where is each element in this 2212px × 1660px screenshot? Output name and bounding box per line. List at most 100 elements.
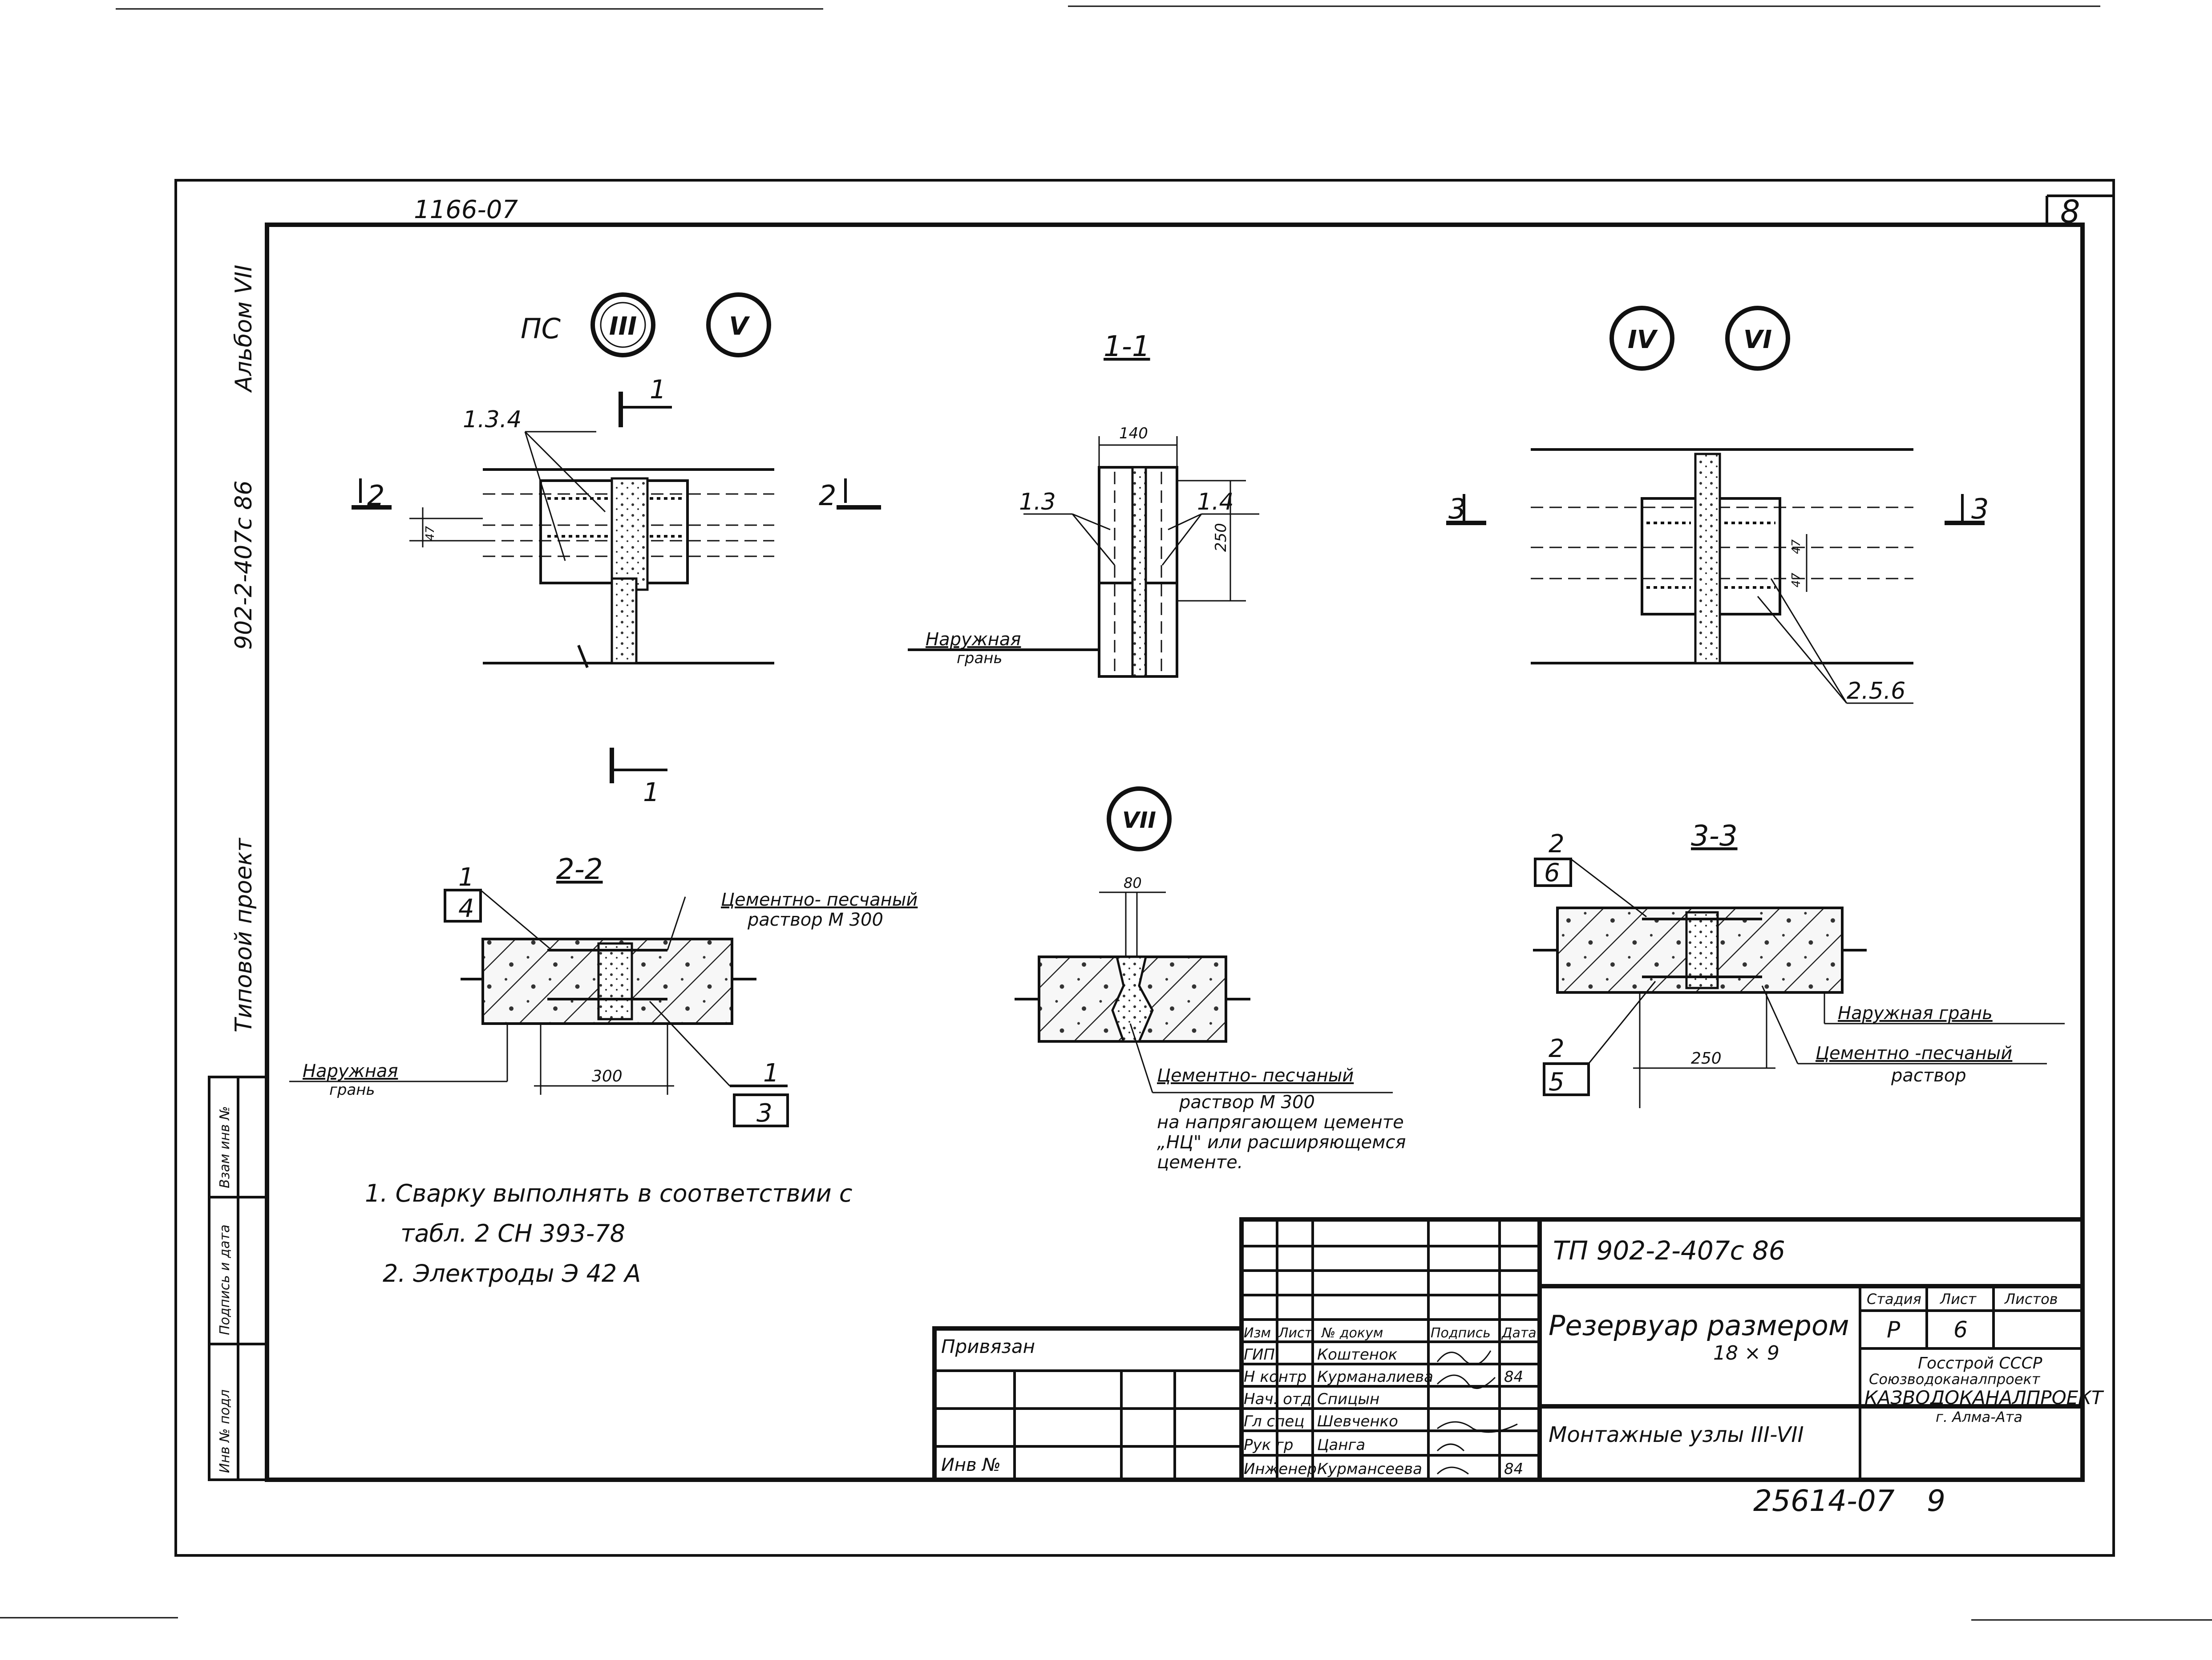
margin-label-replace: Взам инв № <box>217 1106 233 1188</box>
row-date-6: 84 <box>1504 1460 1523 1478</box>
dim-250: 250 <box>1691 1049 1722 1068</box>
node-badge-v: V <box>706 292 771 357</box>
note-electrodes: 2. Электроды Э 42 А <box>383 1259 641 1288</box>
row-role-6: Инженер <box>1244 1460 1317 1478</box>
stage-label: Стадия <box>1867 1291 1921 1308</box>
section-vii <box>1015 891 1393 1093</box>
row-name-3: Спицын <box>1317 1390 1379 1408</box>
dim-300: 300 <box>592 1067 623 1085</box>
cut-3-right: 3 <box>1971 493 1989 525</box>
mortar-22-line1: Цементно- песчаный <box>721 890 918 910</box>
cut-2-left: 2 <box>367 479 384 512</box>
frac-22-bot-den: 3 <box>756 1099 772 1128</box>
section-3-3-title: 3-3 <box>1691 820 1738 853</box>
bottom-archive-number: 25614-07 <box>1753 1484 1895 1518</box>
org-line2: Союзводоканалпроект <box>1869 1371 2041 1388</box>
cut-2-right: 2 <box>819 479 836 512</box>
frac-22-top-num: 1 <box>458 863 474 892</box>
dim-47-left: 47 <box>424 526 437 541</box>
plan-view-iv-vi <box>1446 448 1985 704</box>
row-name-1: Коштенок <box>1317 1346 1398 1364</box>
mortar-33-line1: Цементно -песчаный <box>1816 1043 2012 1064</box>
section-1-1-title: 1-1 <box>1104 330 1150 363</box>
section-2-2-title: 2-2 <box>556 853 603 886</box>
mortar-vii-line5: цементе. <box>1157 1152 1243 1173</box>
side-album-label: Альбом VII <box>231 265 257 393</box>
cut-1-top: 1 <box>650 374 666 405</box>
node-badge-v-label: V <box>729 312 750 341</box>
plan-view-iii-v <box>352 392 881 668</box>
outer-face-2-2-line2: грань <box>329 1081 375 1099</box>
row-role-5: Рук гр <box>1244 1436 1293 1454</box>
margin-label-signature: Подпись и дата <box>217 1225 233 1336</box>
node-badge-vi-label: VI <box>1743 325 1772 354</box>
node-badge-iv: IV <box>1609 306 1674 371</box>
node-prefix-ps: ПС <box>521 312 561 345</box>
mortar-vii-line1: Цементно- песчаный <box>1157 1065 1354 1086</box>
row-name-5: Цанга <box>1317 1436 1365 1454</box>
node-badge-vi: VI <box>1725 306 1790 371</box>
org-line4: г. Алма-Ата <box>1936 1409 2022 1425</box>
mortar-22-line2: раствор М 300 <box>747 910 883 930</box>
mortar-vii-line3: на напрягающем цементе <box>1157 1112 1404 1133</box>
side-project-type: Типовой проект <box>231 838 257 1032</box>
org-line3: КАЗВОДОКАНАЛПРОЕКТ <box>1864 1387 2104 1409</box>
frac-33-bot-den: 5 <box>1549 1068 1565 1097</box>
node-badge-iii: III <box>590 292 655 357</box>
label-134: 1.3.4 <box>463 406 522 433</box>
header-change: Изм <box>1244 1325 1271 1341</box>
section-3-3 <box>1533 858 2065 1108</box>
side-project-code: 902-2-407с 86 <box>231 481 257 650</box>
node-badge-iv-label: IV <box>1628 325 1658 354</box>
header-doc: № докум <box>1321 1325 1383 1341</box>
label-256: 2.5.6 <box>1847 678 1905 704</box>
title-line1: Резервуар размером <box>1549 1309 1849 1342</box>
row-name-4: Шевченко <box>1317 1413 1398 1430</box>
label-14: 1.4 <box>1197 489 1234 515</box>
series-number: 1166-07 <box>414 195 518 224</box>
row-role-3: Нач. отд <box>1244 1390 1311 1408</box>
header-date: Дата <box>1501 1325 1537 1341</box>
header-signature: Подпись <box>1431 1325 1491 1341</box>
sheet-value: 6 <box>1953 1317 1968 1343</box>
org-line1: Госстрой СССР <box>1918 1354 2042 1373</box>
section-1-1 <box>908 436 1259 678</box>
header-sheet: Лист <box>1278 1325 1313 1341</box>
subtitle: Монтажные узлы III-VII <box>1549 1422 1804 1447</box>
title-block-project: ТП 902-2-407с 86 <box>1553 1235 1785 1266</box>
row-name-2: Курманалиева <box>1317 1368 1433 1386</box>
row-role-4: Гл спец <box>1244 1413 1304 1430</box>
dim-140: 140 <box>1119 425 1148 442</box>
section-2-2 <box>289 889 789 1127</box>
mortar-vii-line4: „НЦ" или расширяющемся <box>1157 1132 1406 1153</box>
dim-80: 80 <box>1124 875 1142 891</box>
outer-face-1-1-line2: грань <box>957 649 1003 667</box>
note-welding: 1. Сварку выполнять в соответствии с <box>365 1179 853 1207</box>
cut-3-left: 3 <box>1448 493 1466 525</box>
dim-47-right-b: 47 <box>1790 572 1803 587</box>
frac-33-bot-num: 2 <box>1549 1034 1565 1063</box>
sheet-number: 8 <box>2060 194 2080 230</box>
stage-value: Р <box>1887 1317 1901 1343</box>
dim-47-right-a: 47 <box>1790 539 1803 554</box>
node-badge-vii: VII <box>1107 786 1172 851</box>
title-block-grid <box>932 1217 2085 1482</box>
sheet-label: Лист <box>1940 1291 1977 1308</box>
frac-22-top-den: 4 <box>458 894 474 923</box>
row-date-2: 84 <box>1504 1368 1523 1386</box>
left-margin-stamp <box>208 1076 268 1481</box>
cut-1-bottom: 1 <box>643 777 659 807</box>
title-line2: 18 × 9 <box>1713 1342 1779 1364</box>
row-role-2: Н контр <box>1244 1368 1306 1386</box>
frac-33-top-num: 2 <box>1549 830 1565 858</box>
note-welding-ref: табл. 2 СН 393-78 <box>400 1219 625 1247</box>
frac-33-top-den: 6 <box>1544 858 1560 887</box>
node-badge-vii-label: VII <box>1122 807 1156 833</box>
title-block-privyazan: Привязан <box>941 1336 1035 1357</box>
outer-face-1-1: Наружная <box>926 629 1021 650</box>
frac-22-bot-num: 1 <box>763 1059 779 1088</box>
node-badge-iii-label: III <box>609 312 637 341</box>
label-13: 1.3 <box>1019 489 1056 515</box>
margin-label-inventory: Инв № подл <box>217 1389 233 1473</box>
